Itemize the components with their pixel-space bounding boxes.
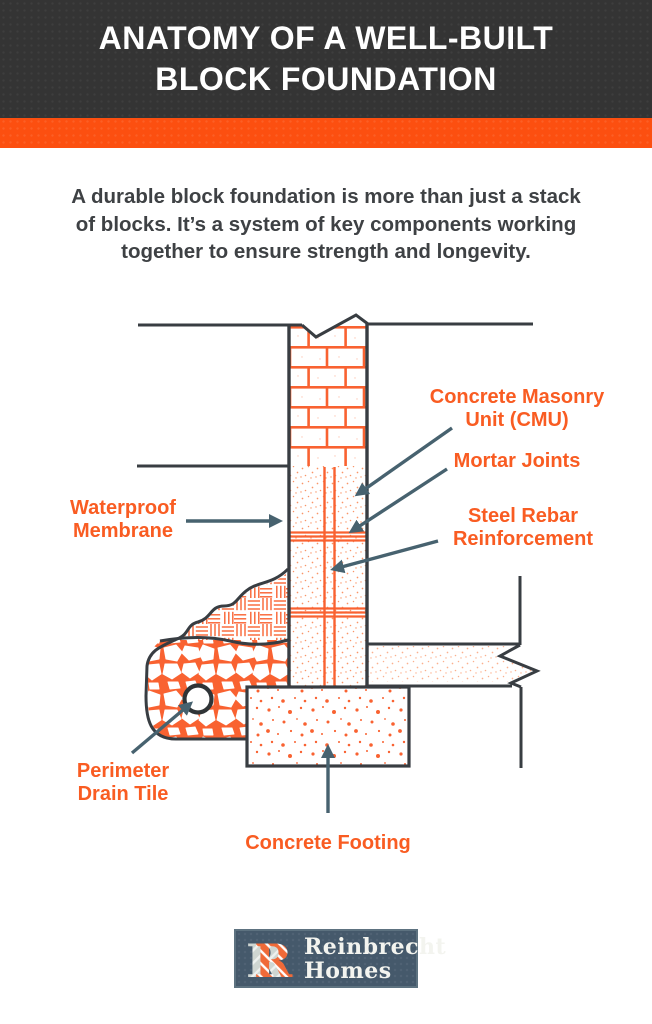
accent-band [0,118,652,148]
logo-r-mark: R R [246,936,293,982]
mortar-joint-band-2 [290,607,366,618]
intro-paragraph: A durable block foundation is more than … [46,183,606,266]
slab-fill [368,646,536,682]
logo-r-shadow: R [246,936,285,982]
wall-break-mask [287,309,369,338]
drain-tile-pipe [182,683,214,715]
label-cmu-line-2: Unit (CMU) [465,409,568,431]
brand-logo: R R Reinbrecht Homes [234,929,446,988]
mortar-arrow [348,467,448,534]
brand-name: Reinbrecht Homes [304,935,446,983]
label-footing: Concrete Footing [245,832,411,854]
label-rebar-line-2: Reinforcement [453,528,593,550]
cmu-below-grade-fill [290,466,366,687]
intro-line-3: together to ensure strength and longevit… [121,240,531,263]
slab-break [496,643,541,689]
header-banner: ANATOMY OF A WELL-BUILT BLOCK FOUNDATION [0,0,652,118]
callout-labels: Concrete Masonry Unit (CMU) Mortar Joint… [70,386,605,854]
label-rebar-line-1: Steel Rebar [468,505,578,527]
foundation-diagram-svg: Concrete Masonry Unit (CMU) Mortar Joint… [70,309,605,854]
page-title-line-2: BLOCK FOUNDATION [155,61,497,97]
brand-line-1: Reinbrecht [304,933,447,960]
intro-line-2: of blocks. It’s a system of key componen… [75,212,577,236]
rebar-arrow [330,539,439,574]
gravel-top-line [159,636,289,646]
structure-lines [137,313,541,768]
page-title-line-1: ANATOMY OF A WELL-BUILT [98,20,554,56]
cmu-arrow [354,426,453,497]
label-mortar: Mortar Joints [454,450,581,472]
label-cmu-line-1: Concrete Masonry [430,386,605,408]
soil-cut-line [144,567,290,741]
drain-arrow [130,701,194,755]
wall-top-break [301,313,369,339]
foundation-diagram: Concrete Masonry Unit (CMU) Mortar Joint… [0,295,652,870]
brand-line-2: Homes [304,957,392,984]
label-drain-line-2: Drain Tile [78,783,169,805]
label-membrane-line-2: Membrane [73,520,173,542]
logo-r-letter: R [254,936,293,982]
callout-arrows [130,426,453,813]
label-membrane-line-1: Waterproof [70,497,176,519]
label-drain-line-1: Perimeter [77,760,169,782]
intro-line-1: A durable block foundation is more than … [71,185,581,208]
cmu-above-grade-fill [290,326,366,466]
